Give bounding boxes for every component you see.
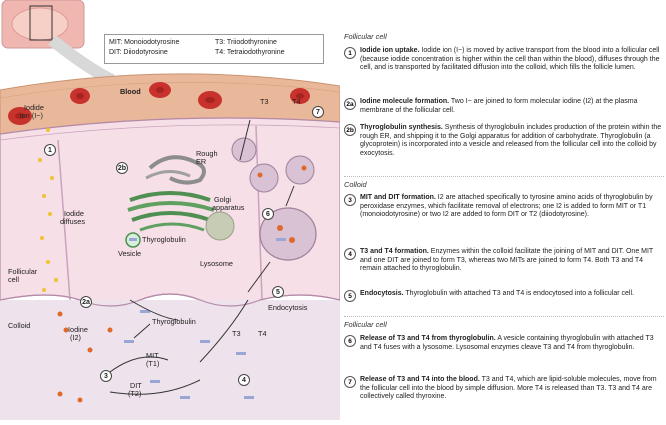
step-title: Iodine molecule formation.	[360, 98, 450, 105]
label-blood: Blood	[120, 87, 141, 96]
process-arrows	[109, 119, 295, 395]
thyroid-thumbnail	[1, 0, 85, 49]
label-follicular-cell-2: cell	[8, 275, 19, 284]
step-badge: 1	[344, 47, 356, 59]
step-text: Enzymes within the colloid facilitate th…	[360, 248, 654, 272]
colloid-region	[0, 300, 340, 420]
step-1: 1 Iodide ion uptake. Iodide ion (I−) is …	[344, 47, 662, 73]
label-golgi-2: apparatus	[212, 203, 245, 212]
legend-t4: T4: Tetraiodothyronine	[215, 49, 285, 56]
label-iodide-diffuses-2: diffuses	[60, 217, 86, 226]
marker-2b: 2b	[116, 162, 128, 174]
step-badge: 2b	[344, 124, 356, 136]
legend-t3: T3: Triiodothyronine	[215, 39, 277, 46]
label-t4-colloid: T4	[258, 329, 267, 338]
step-badge: 3	[344, 194, 356, 206]
section-divider	[344, 316, 664, 317]
step-title: T3 and T4 formation.	[360, 248, 429, 255]
label-mit-2: (T1)	[146, 359, 160, 368]
step-badge: 2a	[344, 98, 356, 110]
step-badge: 5	[344, 290, 356, 302]
step-6: 6 Release of T3 and T4 from thyroglobuli…	[344, 335, 662, 352]
label-lysosome: Lysosome	[200, 259, 233, 268]
label-colloid: Colloid	[8, 321, 31, 330]
section-follicular-cell-a: Follicular cell	[344, 32, 387, 41]
legend-mit: MIT: Monoiodotyrosine	[109, 39, 180, 46]
lysosome-vesicles	[231, 137, 315, 193]
golgi-apparatus	[127, 191, 215, 232]
step-text: Two I− are joined to form molecular iodi…	[360, 98, 638, 114]
iodine-molecules	[57, 311, 113, 403]
label-follicular-cell-1: Follicular	[8, 267, 38, 276]
label-rough-er-1: Rough	[196, 149, 218, 158]
label-iodine-1: Iodine	[68, 325, 88, 334]
label-t3-blood: T3	[260, 97, 269, 106]
label-rough-er-2: ER	[196, 157, 207, 166]
section-colloid: Colloid	[344, 180, 367, 189]
label-dit-2: (T2)	[128, 389, 142, 398]
step-title: Endocytosis.	[360, 290, 404, 297]
label-iodine-2: (I2)	[70, 333, 81, 342]
step-title: Release of T3 and T4 from thyroglobulin.	[360, 335, 496, 342]
fusing-vesicle	[259, 207, 317, 261]
lysosome	[205, 211, 235, 241]
step-3: 3 MIT and DIT formation. I2 are attached…	[344, 194, 662, 220]
diagram-illustration	[0, 0, 341, 420]
label-vesicle: Vesicle	[118, 249, 142, 258]
step-title: MIT and DIT formation.	[360, 194, 436, 201]
step-title: Release of T3 and T4 into the blood.	[360, 376, 480, 383]
rough-er	[145, 155, 206, 185]
label-thyroglobulin-vesicle: Thyroglobulin	[142, 235, 186, 244]
marker-2a: 2a	[80, 296, 92, 308]
step-5: 5 Endocytosis. Thyroglobulin with attach…	[344, 290, 662, 302]
step-badge: 7	[344, 376, 356, 388]
step-text: Thyroglobulin with attached T3 and T4 is…	[405, 290, 634, 297]
label-mit-1: MIT	[146, 351, 159, 360]
label-t3-colloid: T3	[232, 329, 241, 338]
thyroglobulin-vesicle	[125, 232, 141, 248]
section-divider	[344, 176, 664, 177]
legend-dit: DIT: Diiodotyrosine	[109, 49, 168, 56]
step-text: I2 are attached specifically to tyrosine…	[360, 194, 653, 218]
marker-1: 1	[44, 144, 56, 156]
marker-4: 4	[238, 374, 250, 386]
label-t4-blood: T4	[292, 97, 301, 106]
label-iodide-diffuses-1: Iodide	[64, 209, 84, 218]
thyroglobulin-molecules	[124, 310, 254, 399]
label-endocytosis: Endocytosis	[268, 303, 308, 312]
iodide-ions	[38, 128, 58, 292]
step-text: A vesicle containing thyroglobulin with …	[360, 335, 654, 351]
label-iodide-ion-2: ion (I−)	[20, 111, 43, 120]
thyroid-hormone-diagram: MIT: Monoiodotyrosine DIT: Diiodotyrosin…	[0, 0, 341, 420]
label-thyroglobulin-colloid: Thyroglobulin	[152, 317, 196, 326]
marker-3: 3	[100, 370, 112, 382]
label-iodide-ion-1: Iodide	[24, 103, 44, 112]
step-badge: 6	[344, 335, 356, 347]
red-blood-cells	[8, 82, 310, 125]
label-golgi-1: Golgi	[214, 195, 232, 204]
step-2a: 2a Iodine molecule formation. Two I− are…	[344, 98, 662, 115]
step-7: 7 Release of T3 and T4 into the blood. T…	[344, 376, 662, 402]
step-title: Iodide ion uptake.	[360, 47, 420, 54]
marker-6: 6	[262, 208, 274, 220]
abbreviation-legend: MIT: Monoiodotyrosine DIT: Diiodotyrosin…	[104, 34, 324, 64]
step-4: 4 T3 and T4 formation. Enzymes within th…	[344, 248, 662, 274]
step-2b: 2b Thyroglobulin synthesis. Synthesis of…	[344, 124, 662, 158]
step-text: Iodide ion (I−) is moved by active trans…	[360, 47, 660, 71]
section-follicular-cell-b: Follicular cell	[344, 320, 387, 329]
label-dit-1: DIT	[130, 381, 142, 390]
step-title: Thyroglobulin synthesis.	[360, 124, 443, 131]
step-text: Synthesis of thyroglobulin includes prod…	[360, 124, 662, 157]
marker-5: 5	[272, 286, 284, 298]
step-text: T3 and T4, which are lipid-soluble molec…	[360, 376, 657, 400]
marker-7: 7	[312, 106, 324, 118]
step-badge: 4	[344, 248, 356, 260]
